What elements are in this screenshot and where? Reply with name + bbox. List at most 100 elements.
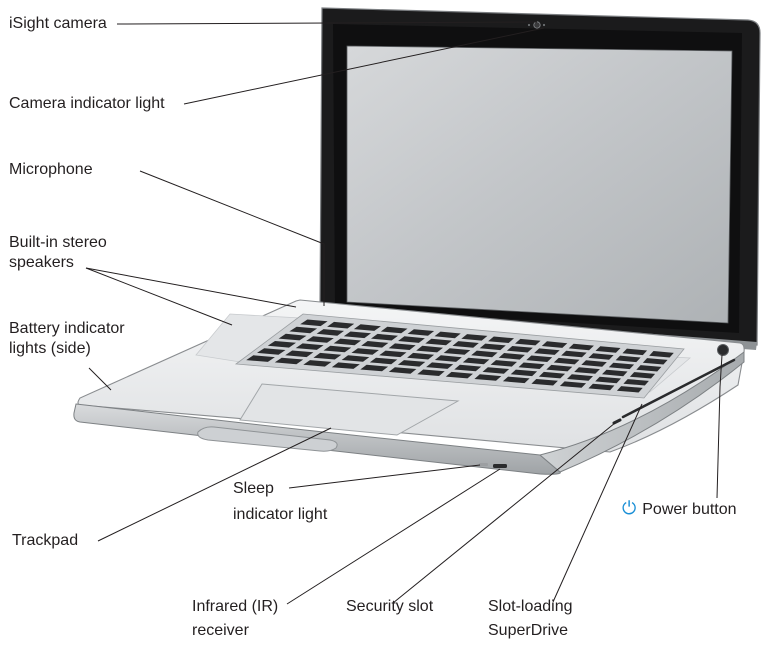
key-icon xyxy=(602,369,628,377)
key-icon xyxy=(471,350,498,358)
label-sleep-line-1: Sleep xyxy=(233,480,274,497)
label-power-button: ⏻Power button xyxy=(622,498,737,520)
key-icon xyxy=(581,360,607,367)
key-icon xyxy=(380,326,408,334)
key-icon xyxy=(306,336,334,343)
key-icon xyxy=(498,353,525,360)
label-speakers-line-2: speakers xyxy=(9,254,74,271)
key-icon xyxy=(333,338,362,346)
label-security-slot: Security slot xyxy=(346,597,433,617)
key-icon xyxy=(622,348,648,356)
key-icon xyxy=(323,345,352,353)
security-slot-icon xyxy=(612,418,622,425)
label-camera-indicator-light: Camera indicator light xyxy=(9,94,165,114)
key-icon xyxy=(371,333,398,341)
label-microphone-text: Microphone xyxy=(9,161,93,178)
key-icon xyxy=(461,334,488,341)
key-icon xyxy=(474,374,502,381)
key-icon xyxy=(360,364,389,372)
label-trackpad-text: Trackpad xyxy=(12,532,79,549)
key-icon xyxy=(531,379,558,386)
key-icon xyxy=(388,343,416,350)
label-sleep-line-2: indicator light xyxy=(233,506,328,523)
leader-speaker-right xyxy=(85,267,297,308)
key-icon xyxy=(510,369,538,377)
label-superdrive-line-1: Slot-loading xyxy=(488,598,573,615)
key-icon xyxy=(351,348,379,355)
key-icon xyxy=(515,338,541,346)
key-icon xyxy=(313,352,342,360)
label-ir-line-1: Infrared (IR) xyxy=(192,598,279,615)
key-icon xyxy=(616,386,643,393)
key-icon xyxy=(534,348,560,355)
leader-power xyxy=(716,354,723,499)
label-superdrive-line-2: SuperDrive xyxy=(488,622,569,639)
label-sleep-indicator: Sleep indicator light xyxy=(233,479,327,525)
label-infrared-receiver: Infrared (IR) receiver xyxy=(192,597,278,641)
label-stereo-speakers: Built-in stereo speakers xyxy=(9,233,107,273)
key-icon xyxy=(445,371,473,379)
display-lid xyxy=(319,7,761,346)
key-icon xyxy=(561,350,587,358)
key-icon xyxy=(546,364,573,372)
leader-lines xyxy=(85,21,723,605)
label-battery-line-2: lights (side) xyxy=(9,340,91,357)
key-icon xyxy=(331,362,360,369)
key-icon xyxy=(488,336,514,343)
key-icon xyxy=(567,374,593,381)
label-trackpad: Trackpad xyxy=(12,531,78,551)
key-icon xyxy=(434,355,462,362)
key-icon xyxy=(443,348,471,355)
leader-security xyxy=(392,422,616,604)
key-icon xyxy=(454,364,482,372)
key-icon xyxy=(426,362,454,369)
trackpad-button-icon xyxy=(197,426,338,452)
camera-indicator-icon xyxy=(527,23,531,27)
key-icon xyxy=(274,357,304,365)
keyboard-keys xyxy=(246,319,674,393)
key-icon xyxy=(452,341,479,348)
key-icon xyxy=(588,383,615,391)
key-icon xyxy=(398,336,425,343)
leader-sleep xyxy=(288,464,481,489)
label-microphone: Microphone xyxy=(9,160,93,180)
camera-icon xyxy=(533,21,541,29)
key-icon xyxy=(407,352,435,360)
key-icon xyxy=(343,331,371,339)
key-icon xyxy=(642,358,668,365)
label-superdrive: Slot-loading SuperDrive xyxy=(488,597,573,641)
key-icon xyxy=(588,353,614,360)
key-icon xyxy=(434,331,461,339)
superdrive-slot-icon xyxy=(621,358,736,419)
key-icon xyxy=(388,367,417,374)
key-icon xyxy=(518,362,545,369)
key-icon xyxy=(316,329,344,336)
key-icon xyxy=(574,367,600,374)
key-icon xyxy=(553,357,580,365)
leader-ir xyxy=(286,468,501,605)
key-icon xyxy=(482,367,510,374)
label-speakers-line-1: Built-in stereo xyxy=(9,234,107,251)
key-icon xyxy=(502,376,530,384)
key-icon xyxy=(649,351,674,358)
key-icon xyxy=(417,369,445,376)
power-button-icon xyxy=(717,344,729,356)
key-icon xyxy=(353,324,381,331)
leader-camera-light xyxy=(183,27,545,105)
leader-microphone xyxy=(139,170,325,306)
key-icon xyxy=(341,355,370,362)
key-icon xyxy=(295,343,324,350)
key-icon xyxy=(361,341,389,348)
key-icon xyxy=(407,329,435,336)
key-icon xyxy=(303,360,332,367)
key-icon xyxy=(289,326,318,334)
key-icon xyxy=(629,372,656,379)
key-icon xyxy=(369,357,398,365)
key-icon xyxy=(490,360,517,367)
key-icon xyxy=(416,345,443,353)
key-icon xyxy=(300,319,328,327)
key-icon xyxy=(285,350,314,358)
power-icon: ⏻ xyxy=(622,498,637,518)
key-icon xyxy=(538,371,566,379)
